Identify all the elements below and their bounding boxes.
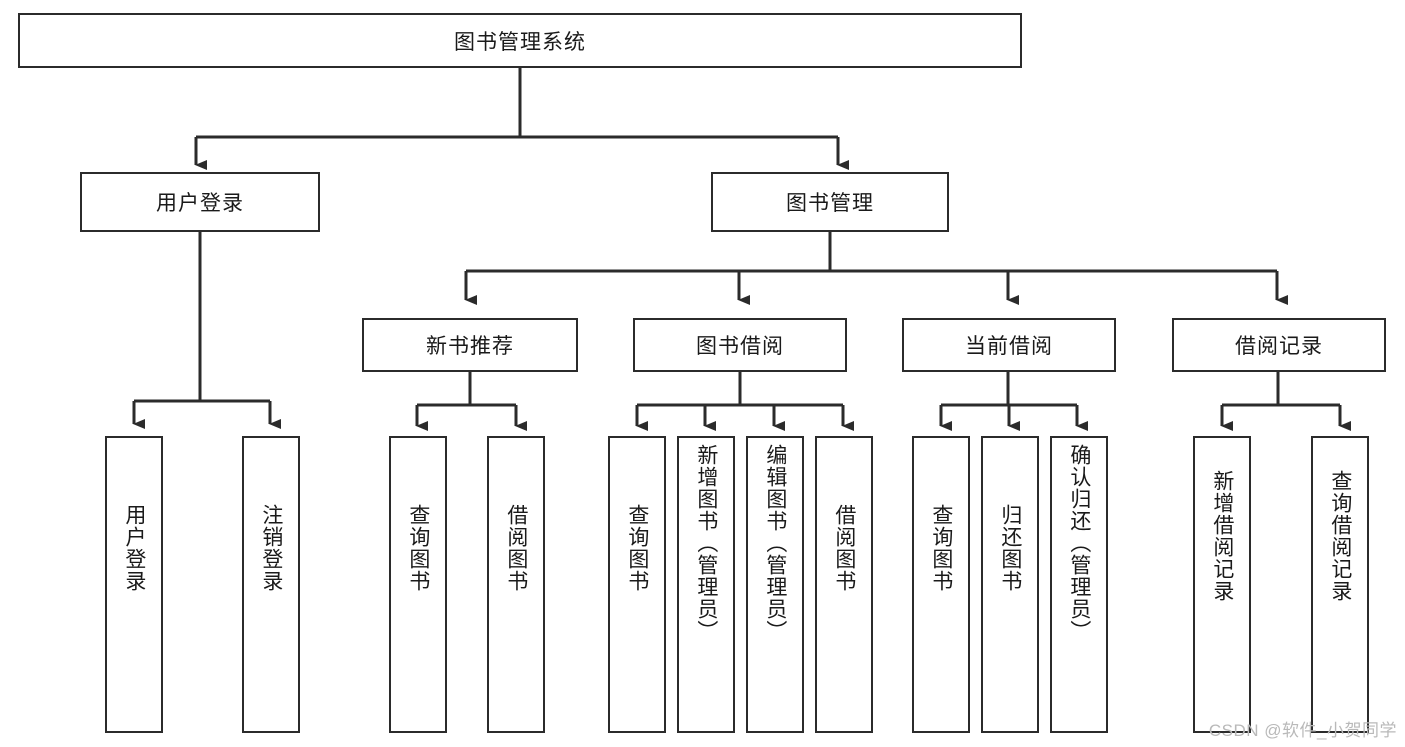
node-label: 当前借阅 bbox=[965, 335, 1053, 358]
leaf-confirm-return-admin[interactable]: 确认归还（管理员） bbox=[1050, 436, 1108, 733]
leaf-add-borrow-record[interactable]: 新增借阅记录 bbox=[1193, 436, 1251, 733]
node-new-book-recommend[interactable]: 新书推荐 bbox=[362, 318, 578, 372]
leaf-label: 新增借阅记录 bbox=[1210, 470, 1234, 602]
leaf-label: 归还图书 bbox=[998, 504, 1022, 592]
leaf-label: 查询借阅记录 bbox=[1328, 470, 1352, 602]
leaf-label: 用户登录 bbox=[122, 504, 146, 592]
node-root-system[interactable]: 图书管理系统 bbox=[18, 13, 1022, 68]
node-label: 图书管理系统 bbox=[454, 30, 586, 54]
node-label: 新书推荐 bbox=[426, 335, 514, 358]
node-label: 图书管理 bbox=[786, 192, 874, 215]
leaf-label: 借阅图书 bbox=[504, 504, 528, 592]
leaf-query-borrow-record[interactable]: 查询借阅记录 bbox=[1311, 436, 1369, 733]
csdn-watermark: CSDN @软件_小贺同学 bbox=[1208, 721, 1397, 740]
node-current-borrow[interactable]: 当前借阅 bbox=[902, 318, 1116, 372]
leaf-label: 查询图书 bbox=[406, 504, 430, 592]
leaf-label: 查询图书 bbox=[929, 504, 953, 592]
leaf-edit-book-admin[interactable]: 编辑图书（管理员） bbox=[746, 436, 804, 733]
node-label: 图书借阅 bbox=[696, 335, 784, 358]
leaf-label: 查询图书 bbox=[625, 504, 649, 592]
leaf-label: 新增图书（管理员） bbox=[694, 444, 718, 642]
leaf-borrow-book-recommend[interactable]: 借阅图书 bbox=[487, 436, 545, 733]
leaf-return-book[interactable]: 归还图书 bbox=[981, 436, 1039, 733]
node-label: 借阅记录 bbox=[1235, 335, 1323, 358]
leaf-label: 借阅图书 bbox=[832, 504, 856, 592]
leaf-borrow-book-borrow[interactable]: 借阅图书 bbox=[815, 436, 873, 733]
leaf-logout-login[interactable]: 注销登录 bbox=[242, 436, 300, 733]
leaf-query-book-borrow[interactable]: 查询图书 bbox=[608, 436, 666, 733]
leaf-query-book-recommend[interactable]: 查询图书 bbox=[389, 436, 447, 733]
leaf-query-book-current[interactable]: 查询图书 bbox=[912, 436, 970, 733]
node-book-manage[interactable]: 图书管理 bbox=[711, 172, 949, 232]
leaf-user-login[interactable]: 用户登录 bbox=[105, 436, 163, 733]
leaf-label: 编辑图书（管理员） bbox=[763, 444, 787, 642]
node-label: 用户登录 bbox=[156, 192, 244, 215]
node-book-borrow[interactable]: 图书借阅 bbox=[633, 318, 847, 372]
node-borrow-record[interactable]: 借阅记录 bbox=[1172, 318, 1386, 372]
leaf-label: 确认归还（管理员） bbox=[1067, 444, 1091, 642]
leaf-add-book-admin[interactable]: 新增图书（管理员） bbox=[677, 436, 735, 733]
leaf-label: 注销登录 bbox=[259, 504, 283, 592]
node-user-login[interactable]: 用户登录 bbox=[80, 172, 320, 232]
